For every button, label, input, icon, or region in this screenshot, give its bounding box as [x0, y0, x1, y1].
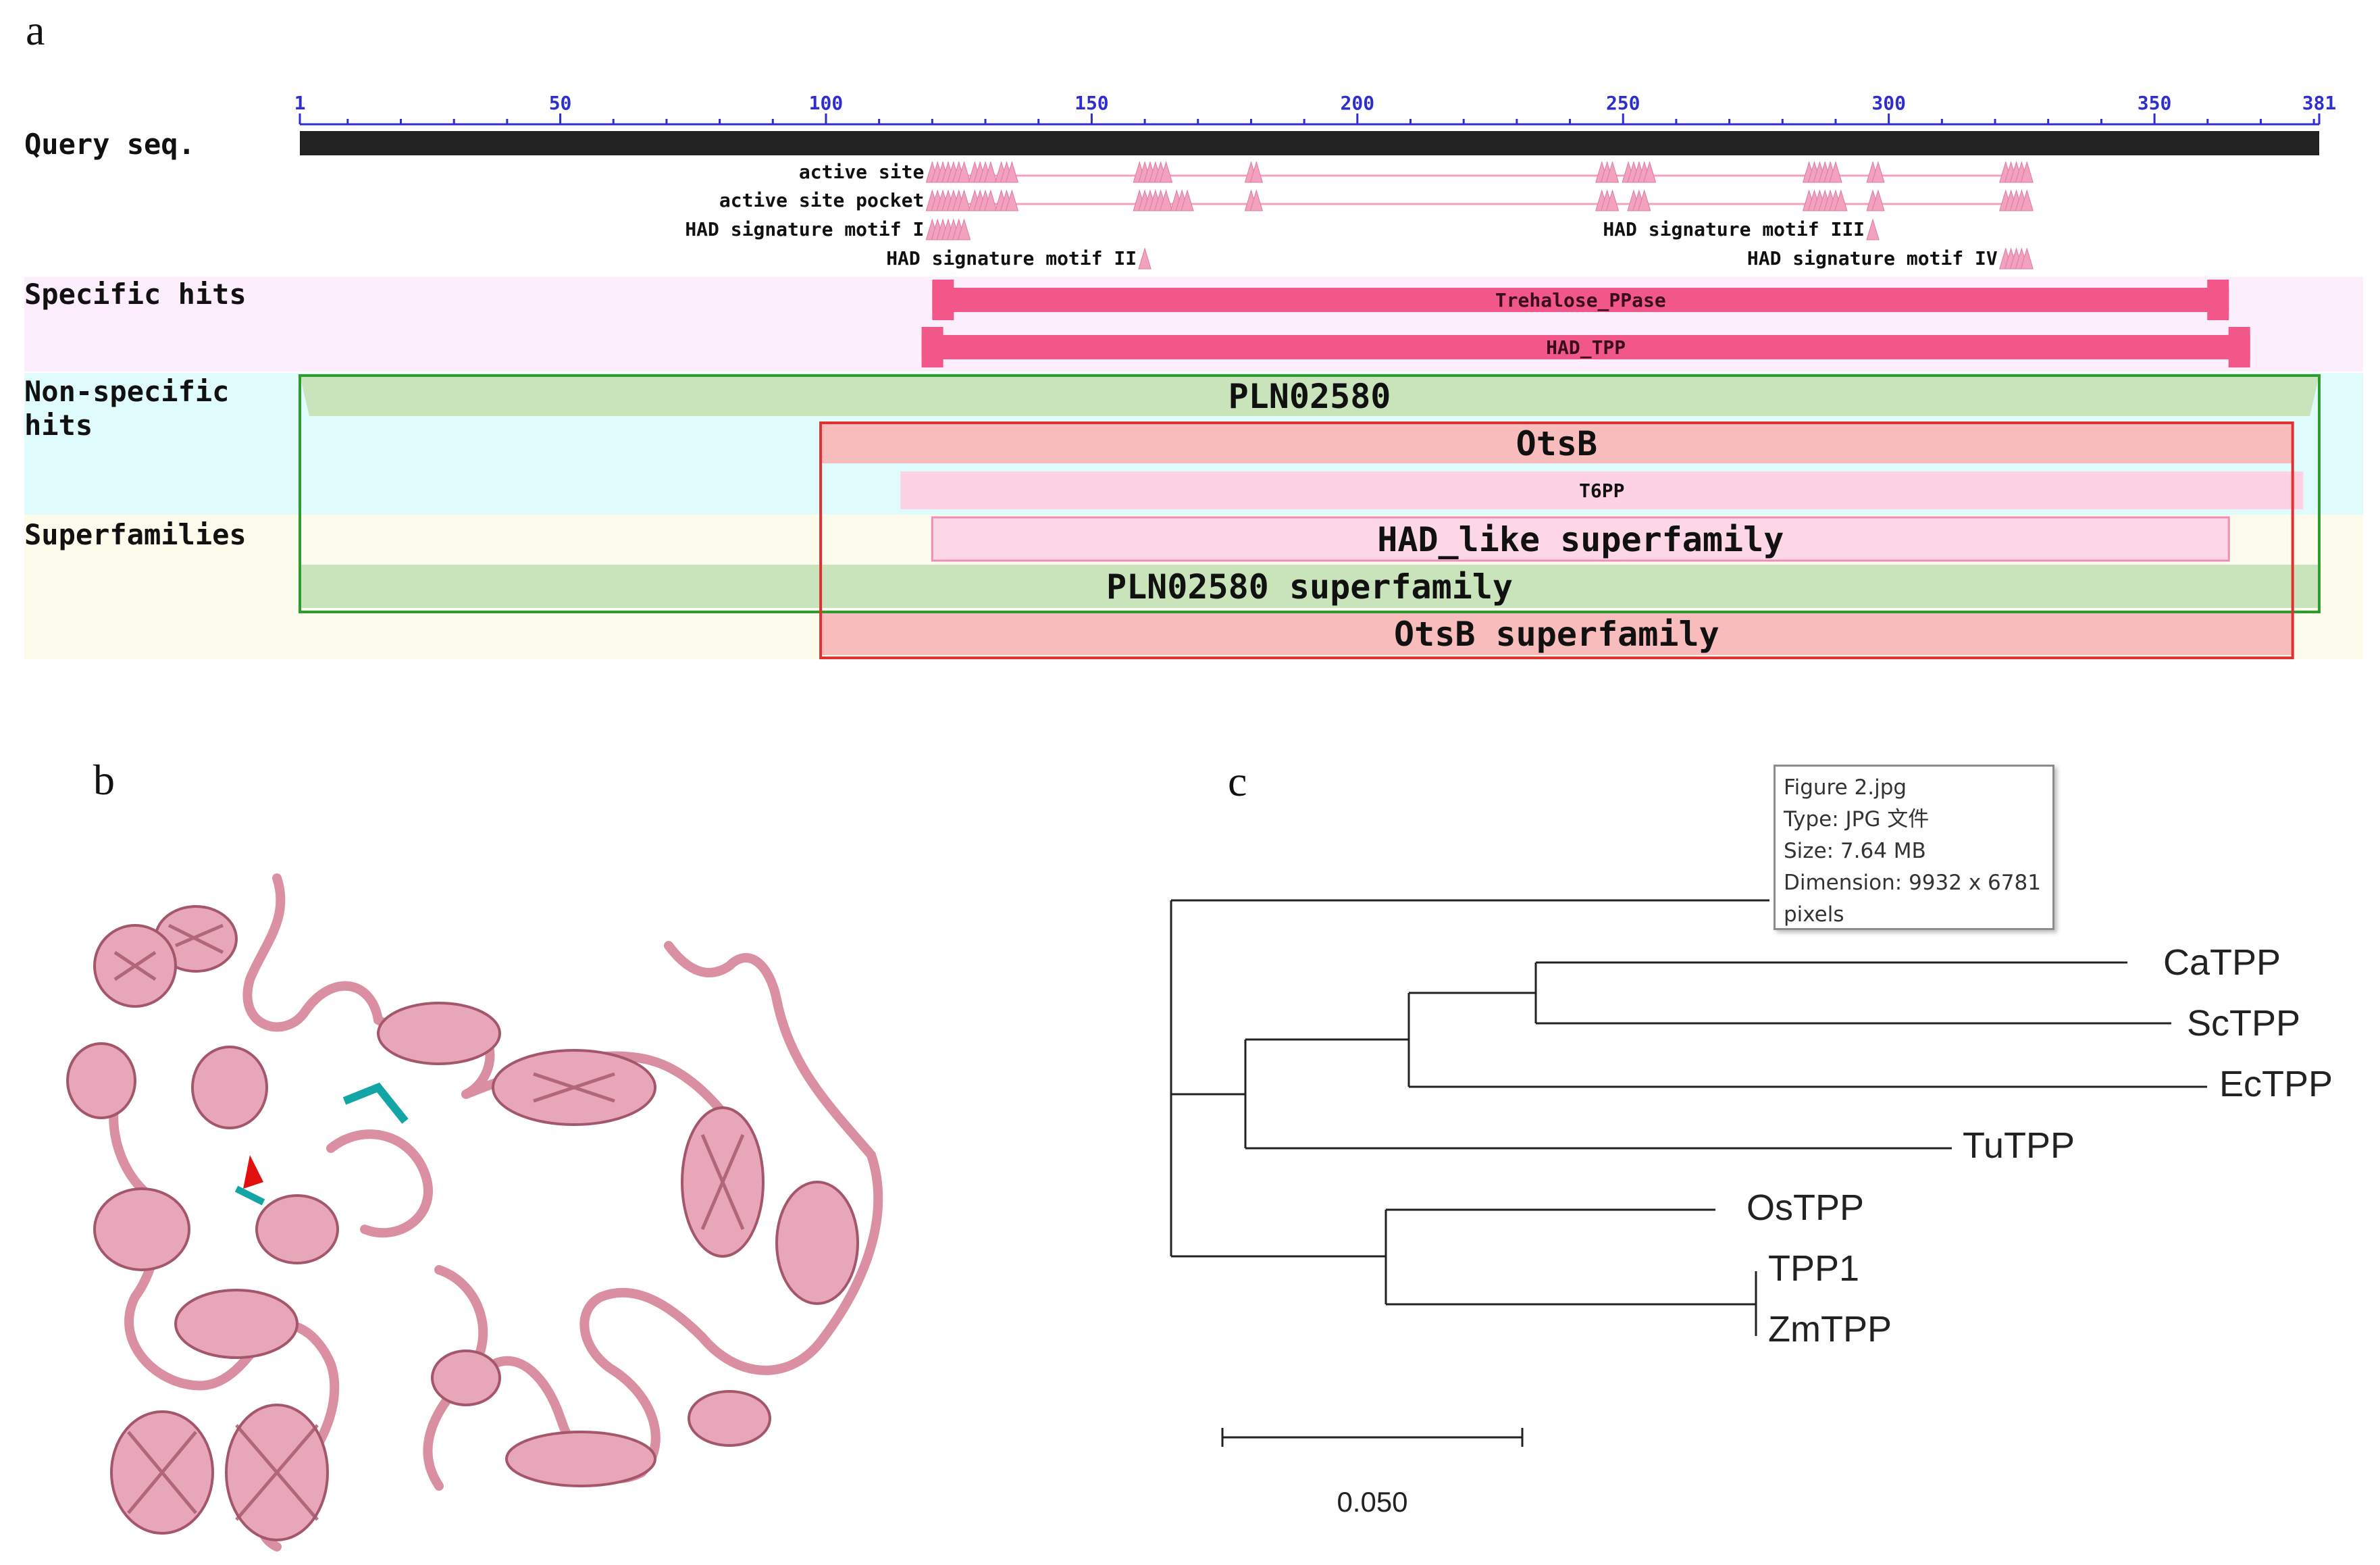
tree-leaf-zmtpp: ZmTPP: [1768, 1309, 1892, 1350]
site-marker: [1159, 161, 1173, 183]
superfamily-hit-bar: [300, 565, 2319, 608]
ruler-tick-label: 200: [1341, 92, 1375, 114]
nonspecific-hit-label: PLN02580: [1228, 377, 1391, 416]
highlight-residue-cyan: [342, 1082, 409, 1124]
site-marker: [2020, 247, 2034, 270]
protein-structure-cartoon: [66, 873, 883, 1551]
site-marker: [1138, 247, 1152, 270]
nonspecific-hit-bar: [821, 423, 2293, 463]
feature-row-label: active site pocket: [719, 189, 924, 211]
site-marker: [1605, 161, 1620, 183]
specific-hits-label: Specific hits: [24, 278, 247, 311]
feature-row-label: HAD signature motif II: [886, 247, 1137, 270]
superfamilies-label: Superfamilies: [24, 518, 247, 551]
ruler-tick-label: 250: [1606, 92, 1640, 114]
site-marker: [984, 189, 998, 211]
specific-hit-cap: [932, 280, 954, 320]
ruler-tick-label: 381: [2302, 92, 2337, 114]
site-marker: [984, 161, 998, 183]
superfamily-hit-bar: [931, 516, 2230, 562]
tree-leaf-catpp: CaTPP: [2163, 942, 2281, 983]
query-sequence-bar: [300, 131, 2319, 155]
feature-row-label: HAD signature motif III: [1603, 218, 1865, 240]
superfamily-hit-label: OtsB superfamily: [1394, 615, 1719, 654]
superfamily-hit-bar: [821, 612, 2293, 655]
feature-row-label: active site: [799, 161, 924, 183]
feature-row-label: HAD signature motif IV: [1747, 247, 1998, 270]
site-marker: [1605, 189, 1620, 211]
ruler-tick-label: 300: [1871, 92, 1906, 114]
nonspecific-hit-bar: [900, 471, 2304, 509]
site-marker: [1005, 189, 1019, 211]
nonspecific-hit-label: OtsB: [1516, 424, 1597, 463]
tooltip-line-filename: Figure 2.jpg: [1784, 775, 1907, 800]
nonspecific-hit-label: T6PP: [1579, 480, 1624, 502]
tree-leaf-ostpp: OsTPP: [1747, 1187, 1864, 1228]
specific-hit-label: HAD_TPP: [1546, 336, 1626, 359]
tooltip-line-dimension: Dimension: 9932 x 6781: [1784, 871, 2041, 895]
scale-bar-label: 0.050: [1337, 1486, 1407, 1518]
specific-hit-label: Trehalose_PPase: [1495, 289, 1666, 311]
phylogenetic-tree: CaTPP ScTPP EcTPP TuTPP OsTPP TPP1 ZmTPP…: [1170, 899, 2333, 1518]
site-marker: [957, 189, 971, 211]
panel-b-label: b: [93, 756, 115, 804]
site-marker: [1638, 189, 1651, 211]
file-info-tooltip: Figure 2.jpg Type: JPG 文件 Size: 7.64 MB …: [1774, 765, 2054, 930]
ruler-tick-label: 1: [294, 92, 306, 114]
site-marker: [1249, 189, 1263, 211]
site-marker: [957, 218, 971, 240]
pln02580-outline-box: [299, 374, 2321, 613]
site-marker: [1249, 161, 1263, 183]
site-marker: [1871, 189, 1885, 211]
ruler-tick-label: 50: [549, 92, 572, 114]
specific-hit-bar: [921, 335, 2250, 359]
tooltip-line-type: Type: JPG 文件: [1784, 807, 1930, 831]
tree-leaf-tutpp: TuTPP: [1963, 1125, 2075, 1166]
site-marker: [1005, 161, 1019, 183]
tree-leaf-sctpp: ScTPP: [2187, 1003, 2300, 1044]
site-marker: [1159, 189, 1173, 211]
ruler-tick-label: 100: [809, 92, 844, 114]
highlight-residue-red: [243, 1155, 263, 1189]
site-marker: [1834, 189, 1848, 211]
site-marker: [1871, 161, 1885, 183]
site-marker: [2020, 189, 2034, 211]
site-marker: [1866, 218, 1880, 240]
superfamily-hit-label: PLN02580 superfamily: [1106, 567, 1513, 607]
tooltip-line-pixels: pixels: [1784, 902, 1844, 927]
site-marker: [957, 161, 971, 183]
feature-row-label: HAD signature motif I: [685, 218, 924, 240]
tree-leaf-tpp1: TPP1: [1768, 1248, 1859, 1289]
site-marker: [2020, 161, 2034, 183]
nonspecific-hit-bar: [300, 376, 2319, 416]
superfamily-hit-label: HAD_like superfamily: [1377, 520, 1784, 559]
specific-hit-bar: [932, 288, 2229, 312]
ruler-tick-label: 150: [1075, 92, 1109, 114]
specific-hit-cap: [921, 327, 943, 367]
panel-c-label: c: [1228, 757, 1247, 805]
ruler-tick-label: 350: [2138, 92, 2172, 114]
tree-leaf-ectpp: EcTPP: [2219, 1064, 2333, 1104]
specific-hit-cap: [2207, 280, 2229, 320]
specific-hit-cap: [2228, 327, 2250, 367]
query-sequence-label: Query seq.: [24, 128, 195, 161]
site-marker: [1829, 161, 1842, 183]
otsb-outline-box: [819, 421, 2294, 659]
site-marker: [1642, 161, 1657, 183]
site-marker: [1181, 189, 1194, 211]
tooltip-line-size: Size: 7.64 MB: [1784, 839, 1926, 863]
panel-a-label: a: [26, 6, 45, 54]
